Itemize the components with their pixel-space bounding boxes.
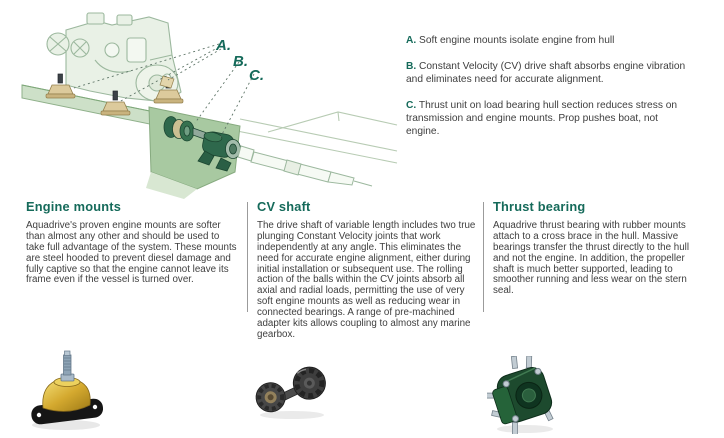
callout-text: Soft engine mounts isolate engine from h… <box>419 35 615 46</box>
column-heading: CV shaft <box>257 199 311 214</box>
prop-shaft <box>237 145 373 187</box>
column-body: The drive shaft of variable length inclu… <box>257 219 476 340</box>
column-cv-shaft: CV shaft The drive shaft of variable len… <box>257 199 481 341</box>
driveline <box>163 116 241 172</box>
mount-illustrations <box>45 73 184 116</box>
callout-text: Thrust unit on load bearing hull section… <box>406 100 678 137</box>
column-divider <box>247 202 248 312</box>
callout-item-c: C. Thrust unit on load bearing hull sect… <box>406 99 718 138</box>
callout-item-b: B. Constant Velocity (CV) drive shaft ab… <box>406 60 718 86</box>
column-engine-mounts: Engine mounts Aquadrive's proven engine … <box>26 199 238 286</box>
column-thrust-bearing: Thrust bearing Aquadrive thrust bearing … <box>493 199 705 297</box>
engine-mount-photo <box>31 350 104 430</box>
callout-text: Constant Velocity (CV) drive shaft absor… <box>406 61 686 85</box>
diagram-label-a: A. <box>215 37 231 54</box>
callout-letter: A. <box>406 35 417 46</box>
callout-letter: B. <box>406 61 417 72</box>
column-heading: Thrust bearing <box>493 199 586 214</box>
thrust-bearing-photo <box>487 356 554 434</box>
cv-shaft-photo <box>255 366 326 419</box>
diagram-label-b: B. <box>233 53 248 70</box>
hull-rails <box>236 111 398 164</box>
callout-item-a: A. Soft engine mounts isolate engine fro… <box>406 34 718 47</box>
column-body: Aquadrive's proven engine mounts are sof… <box>26 219 237 286</box>
callout-pointer-lines <box>73 43 255 141</box>
column-body: Aquadrive thrust bearing with rubber mou… <box>493 219 690 297</box>
column-heading: Engine mounts <box>26 199 122 214</box>
callout-list: A. Soft engine mounts isolate engine fro… <box>406 34 718 151</box>
callout-letter: C. <box>406 100 417 111</box>
engine-illustration: A. B. C. <box>21 12 398 199</box>
column-divider <box>483 202 484 312</box>
diagram-label-c: C. <box>249 67 264 84</box>
